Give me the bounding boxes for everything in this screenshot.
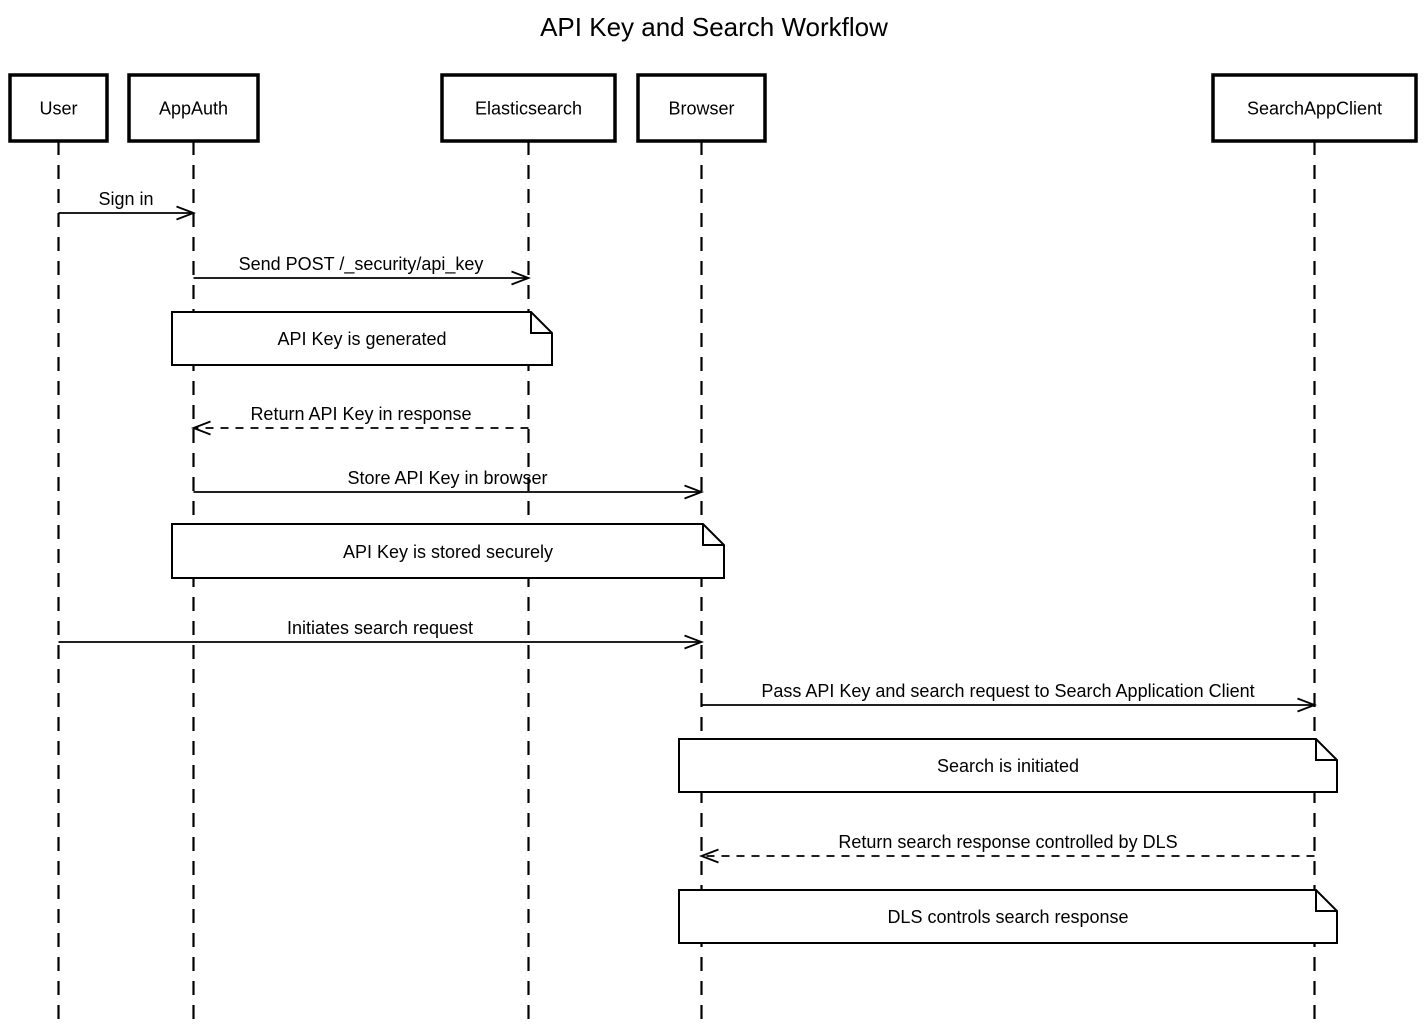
message-return-search-response: Return search response controlled by DLS xyxy=(698,832,1315,864)
arrowhead-right-icon xyxy=(684,484,705,500)
note-label: DLS controls search response xyxy=(887,907,1128,927)
note-label: Search is initiated xyxy=(937,756,1079,776)
actor-box-user xyxy=(8,73,109,143)
message-sign-in: Sign in xyxy=(58,189,197,221)
arrowhead-right-icon xyxy=(176,205,197,221)
note-shape xyxy=(678,738,1338,793)
arrowhead-right-icon xyxy=(684,634,705,650)
arrowhead-right-icon xyxy=(511,270,532,286)
arrowhead-left-icon xyxy=(190,420,211,436)
note-search-initiated: Search is initiated xyxy=(678,738,1338,793)
message-return-api-key: Return API Key in response xyxy=(190,404,529,436)
message-pass-api-key: Pass API Key and search request to Searc… xyxy=(701,681,1318,713)
note-fold-corner-icon xyxy=(702,524,724,546)
note-fold-corner-icon xyxy=(1315,890,1337,912)
message-label: Return API Key in response xyxy=(250,404,471,424)
note-shape xyxy=(171,311,553,366)
note-fold-corner-icon xyxy=(1315,739,1337,761)
actor-label-user: User xyxy=(39,99,77,119)
message-initiates-search: Initiates search request xyxy=(58,618,705,650)
note-fold-corner-icon xyxy=(530,312,552,334)
actor-label-elasticsearch: Elasticsearch xyxy=(475,99,582,119)
message-label: Pass API Key and search request to Searc… xyxy=(761,681,1254,701)
message-label: Initiates search request xyxy=(287,618,473,638)
message-label: Sign in xyxy=(98,189,153,209)
actor-user: User xyxy=(8,73,109,143)
actor-label-appauth: AppAuth xyxy=(159,99,228,119)
arrowhead-right-icon xyxy=(1297,697,1318,713)
actor-box-appauth xyxy=(127,73,260,143)
actor-browser: Browser xyxy=(636,73,767,143)
message-store-api-key: Store API Key in browser xyxy=(193,468,705,500)
actor-box-browser xyxy=(636,73,767,143)
actor-elasticsearch: Elasticsearch xyxy=(440,73,617,143)
actor-searchappclient: SearchAppClient xyxy=(1211,73,1418,143)
actor-label-searchappclient: SearchAppClient xyxy=(1247,99,1382,119)
message-label: Return search response controlled by DLS xyxy=(838,832,1177,852)
message-label: Send POST /_security/api_key xyxy=(239,254,484,275)
message-label: Store API Key in browser xyxy=(347,468,547,488)
note-label: API Key is stored securely xyxy=(343,542,553,562)
actor-box-elasticsearch xyxy=(440,73,617,143)
diagram-title: API Key and Search Workflow xyxy=(540,12,888,42)
actor-box-searchappclient xyxy=(1211,73,1418,143)
note-shape xyxy=(678,889,1338,944)
note-dls-controls-response: DLS controls search response xyxy=(678,889,1338,944)
actor-label-browser: Browser xyxy=(668,99,734,119)
note-api-key-stored: API Key is stored securely xyxy=(171,523,725,579)
note-api-key-generated: API Key is generated xyxy=(171,311,553,366)
actor-appauth: AppAuth xyxy=(127,73,260,143)
arrowhead-left-icon xyxy=(698,848,719,864)
note-label: API Key is generated xyxy=(277,329,446,349)
message-send-post-api-key: Send POST /_security/api_key xyxy=(193,254,532,286)
note-shape xyxy=(171,523,725,579)
